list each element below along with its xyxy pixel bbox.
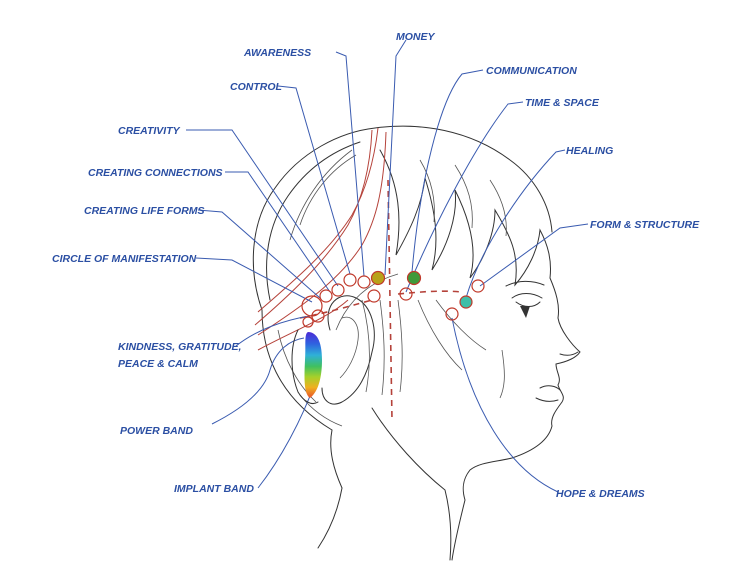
leader-creating-connections [225, 171, 331, 293]
eyebrow [505, 280, 545, 287]
nape-outline [261, 309, 343, 489]
leader-healing [465, 149, 566, 299]
point-center-back [367, 289, 381, 303]
label-power-band: POWER BAND [120, 425, 193, 437]
label-time-space: TIME & SPACE [525, 97, 600, 109]
leader-lines [186, 39, 589, 493]
label-form-structure: FORM & STRUCTURE [590, 219, 700, 231]
point-circle-manifestation [301, 295, 323, 317]
point-kindness [302, 316, 314, 328]
label-control: CONTROL [230, 81, 282, 93]
skull-stroke [266, 141, 361, 301]
label-circle-manifestation: CIRCLE OF MANIFESTATION [52, 253, 197, 265]
hair-stroke [299, 154, 357, 226]
neck-front [371, 407, 452, 561]
point-communication [406, 270, 422, 286]
eye-outline [511, 293, 543, 307]
leader-circle-manifestation [195, 257, 313, 303]
label-kindness-line2: PEACE & CALM [118, 358, 198, 370]
leader-communication [411, 69, 484, 273]
fringe-stroke [454, 164, 473, 229]
nape-hair-stroke [299, 394, 343, 427]
leader-hope-dreams [451, 317, 559, 493]
label-awareness: AWARENESS [243, 47, 311, 59]
meridian-curve [254, 129, 373, 326]
hair-stroke [289, 149, 353, 241]
implant-band [304, 332, 322, 398]
power-band-outline [291, 329, 319, 405]
meridian-curve [257, 299, 349, 351]
nostril [559, 351, 579, 356]
side-hair-stroke [361, 299, 370, 393]
leader-money [384, 39, 407, 276]
leader-time-space [405, 101, 524, 293]
face-profile [451, 277, 581, 561]
point-form-structure [471, 279, 485, 293]
ear-inner [339, 316, 359, 379]
leader-power-band [211, 337, 305, 425]
point-money [370, 270, 386, 286]
lips [535, 385, 561, 402]
label-money: MONEY [396, 31, 436, 43]
center-dashed-line [387, 179, 393, 421]
label-hope-dreams: HOPE & DREAMS [556, 488, 645, 500]
ear-outline [321, 295, 375, 405]
skull-outline [252, 125, 553, 311]
side-hair-stroke [397, 299, 403, 393]
point-hope-dreams [445, 307, 459, 321]
eye-pupil-shadow [520, 306, 530, 318]
leader-implant-band [257, 379, 317, 489]
point-creating-connections [319, 289, 333, 303]
point-awareness [357, 275, 371, 289]
fringe-stroke [419, 159, 435, 223]
point-control [343, 273, 357, 287]
label-creating-connections: CREATING CONNECTIONS [88, 167, 223, 179]
head-sketch [252, 125, 581, 561]
leader-form-structure [479, 223, 589, 287]
leader-awareness [335, 51, 365, 277]
label-kindness-line1: KINDNESS, GRATITUDE, [118, 341, 242, 353]
fringe-outline [379, 149, 551, 287]
side-hair-stroke [417, 299, 463, 371]
point-creativity [331, 283, 345, 297]
neck-back [317, 487, 343, 549]
leader-creativity [186, 129, 339, 287]
label-creating-life-forms: CREATING LIFE FORMS [84, 205, 205, 217]
point-healing [459, 295, 473, 309]
point-time-space [399, 287, 413, 301]
horizontal-dashed-line [397, 290, 463, 295]
leader-kindness [235, 315, 311, 347]
fringe-stroke [489, 179, 507, 237]
leader-creating-life-forms [197, 209, 321, 299]
leader-control [277, 85, 351, 275]
side-hair-stroke [435, 299, 487, 351]
side-hair-stroke [379, 299, 385, 396]
meridian-curve [257, 127, 379, 313]
label-implant-band: IMPLANT BAND [174, 483, 254, 495]
horizontal-dashed-line [299, 299, 373, 319]
cheek-line [499, 349, 505, 399]
energy-points [301, 270, 485, 328]
point-creating-life-forms [311, 309, 325, 323]
meridian-lines [254, 127, 463, 421]
label-creativity: CREATIVITY [118, 125, 181, 137]
labels: AWARENESS MONEY COMMUNICATION CONTROL TI… [52, 31, 700, 500]
label-healing: HEALING [566, 145, 613, 157]
label-communication: COMMUNICATION [486, 65, 577, 77]
side-hair-stroke [335, 273, 399, 331]
